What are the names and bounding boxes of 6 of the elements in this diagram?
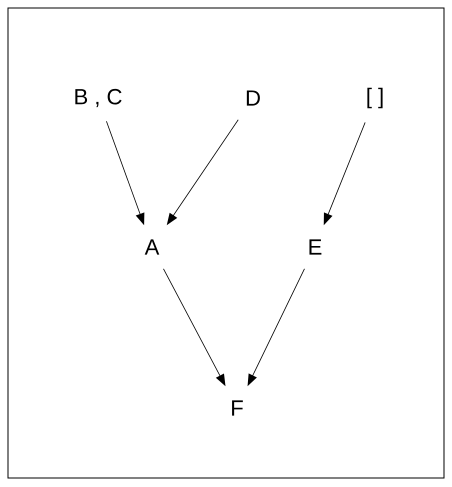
- node-label: A: [144, 239, 160, 255]
- node-label: D: [246, 90, 260, 106]
- node-label: [ ]: [367, 88, 383, 108]
- node-label: E: [309, 239, 322, 255]
- node-label: F: [232, 400, 243, 416]
- node-label: B , C: [75, 88, 122, 108]
